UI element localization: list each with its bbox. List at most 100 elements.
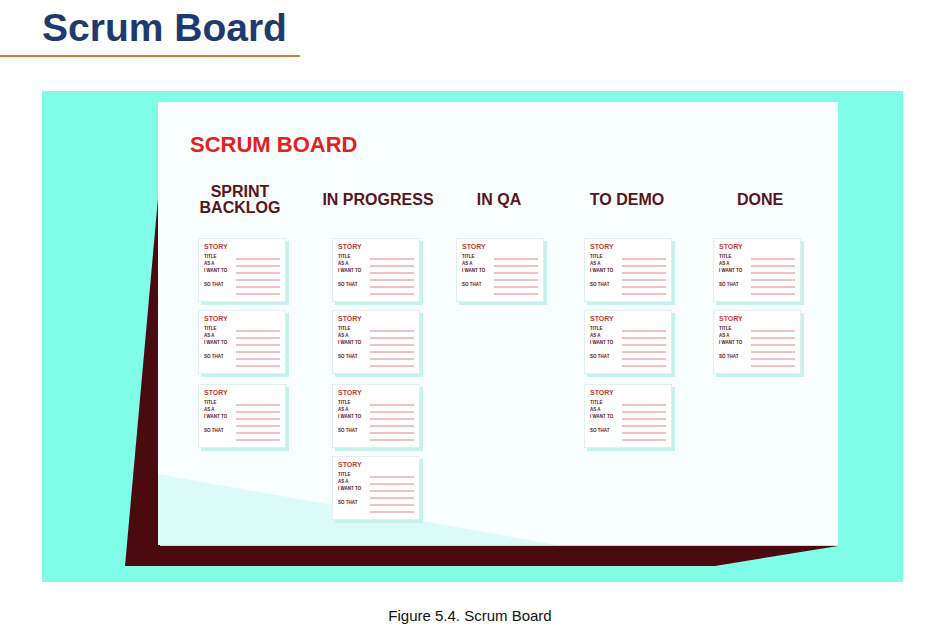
card-field-label: I WANT TO bbox=[338, 487, 361, 492]
card-heading: STORY bbox=[338, 315, 362, 322]
writing-line bbox=[236, 259, 280, 260]
writing-line bbox=[751, 280, 795, 281]
story-card: STORYTITLEAS AI WANT TOSO THAT bbox=[198, 310, 286, 374]
card-heading: STORY bbox=[719, 315, 743, 322]
card-field-label: I WANT TO bbox=[338, 415, 361, 420]
card-heading: STORY bbox=[719, 243, 743, 250]
writing-line bbox=[622, 287, 666, 288]
card-field-label: I WANT TO bbox=[719, 269, 742, 274]
writing-line bbox=[236, 426, 280, 427]
story-card: STORYTITLEAS AI WANT TOSO THAT bbox=[584, 310, 672, 374]
writing-line bbox=[370, 512, 414, 513]
card-heading: STORY bbox=[462, 243, 486, 250]
card-field-label: TITLE bbox=[719, 327, 732, 332]
card-field-label: AS A bbox=[462, 262, 473, 267]
writing-line bbox=[370, 477, 414, 478]
card-field-label: I WANT TO bbox=[719, 341, 742, 346]
card-field-label: SO THAT bbox=[338, 355, 357, 360]
writing-line bbox=[622, 273, 666, 274]
writing-line bbox=[370, 352, 414, 353]
card-field-label: AS A bbox=[719, 334, 730, 339]
card-field-label: SO THAT bbox=[719, 355, 738, 360]
writing-line bbox=[494, 280, 538, 281]
card-field-label: I WANT TO bbox=[338, 269, 361, 274]
card-field-label: SO THAT bbox=[462, 283, 481, 288]
card-field-label: TITLE bbox=[590, 327, 603, 332]
writing-line bbox=[370, 491, 414, 492]
writing-line bbox=[370, 259, 414, 260]
teal-backdrop bbox=[42, 91, 903, 582]
card-heading: STORY bbox=[590, 243, 614, 250]
writing-line bbox=[370, 433, 414, 434]
writing-line bbox=[236, 294, 280, 295]
card-field-label: TITLE bbox=[719, 255, 732, 260]
writing-line bbox=[370, 345, 414, 346]
card-field-label: SO THAT bbox=[590, 355, 609, 360]
writing-line bbox=[751, 366, 795, 367]
card-heading: STORY bbox=[590, 315, 614, 322]
writing-line bbox=[622, 266, 666, 267]
writing-line bbox=[751, 266, 795, 267]
writing-line bbox=[370, 359, 414, 360]
writing-line bbox=[751, 345, 795, 346]
writing-line bbox=[236, 280, 280, 281]
column-header: TO DEMO bbox=[567, 192, 687, 208]
card-field-label: SO THAT bbox=[719, 283, 738, 288]
story-card: STORYTITLEAS AI WANT TOSO THAT bbox=[584, 238, 672, 302]
writing-line bbox=[622, 405, 666, 406]
writing-line bbox=[622, 426, 666, 427]
writing-line bbox=[370, 419, 414, 420]
writing-line bbox=[494, 266, 538, 267]
card-field-label: TITLE bbox=[204, 401, 217, 406]
writing-line bbox=[622, 280, 666, 281]
writing-line bbox=[370, 412, 414, 413]
writing-line bbox=[751, 287, 795, 288]
card-field-label: I WANT TO bbox=[204, 341, 227, 346]
card-field-label: I WANT TO bbox=[462, 269, 485, 274]
card-field-label: AS A bbox=[590, 334, 601, 339]
card-field-label: AS A bbox=[338, 262, 349, 267]
writing-line bbox=[236, 287, 280, 288]
writing-line bbox=[622, 419, 666, 420]
writing-line bbox=[236, 266, 280, 267]
writing-line bbox=[370, 280, 414, 281]
card-heading: STORY bbox=[590, 389, 614, 396]
card-field-label: SO THAT bbox=[204, 283, 223, 288]
card-field-label: TITLE bbox=[338, 401, 351, 406]
card-field-label: TITLE bbox=[338, 327, 351, 332]
writing-line bbox=[370, 287, 414, 288]
writing-line bbox=[236, 273, 280, 274]
card-field-label: TITLE bbox=[590, 401, 603, 406]
writing-line bbox=[494, 259, 538, 260]
writing-line bbox=[751, 331, 795, 332]
writing-line bbox=[236, 331, 280, 332]
writing-line bbox=[622, 440, 666, 441]
card-field-label: SO THAT bbox=[590, 283, 609, 288]
card-field-label: AS A bbox=[338, 480, 349, 485]
story-card: STORYTITLEAS AI WANT TOSO THAT bbox=[198, 238, 286, 302]
column-header: SPRINT BACKLOG bbox=[194, 184, 286, 216]
writing-line bbox=[622, 359, 666, 360]
writing-line bbox=[622, 294, 666, 295]
story-card: STORYTITLEAS AI WANT TOSO THAT bbox=[198, 384, 286, 448]
writing-line bbox=[370, 440, 414, 441]
writing-line bbox=[751, 294, 795, 295]
card-field-label: TITLE bbox=[204, 327, 217, 332]
writing-line bbox=[370, 366, 414, 367]
story-card: STORYTITLEAS AI WANT TOSO THAT bbox=[332, 384, 420, 448]
card-field-label: AS A bbox=[204, 262, 215, 267]
writing-line bbox=[236, 412, 280, 413]
card-field-label: SO THAT bbox=[204, 355, 223, 360]
card-field-label: TITLE bbox=[204, 255, 217, 260]
writing-line bbox=[751, 338, 795, 339]
writing-line bbox=[370, 266, 414, 267]
card-heading: STORY bbox=[338, 461, 362, 468]
column-header: IN QA bbox=[449, 192, 549, 208]
writing-line bbox=[751, 352, 795, 353]
writing-line bbox=[622, 433, 666, 434]
writing-line bbox=[751, 359, 795, 360]
card-field-label: AS A bbox=[204, 334, 215, 339]
writing-line bbox=[236, 359, 280, 360]
writing-line bbox=[370, 498, 414, 499]
